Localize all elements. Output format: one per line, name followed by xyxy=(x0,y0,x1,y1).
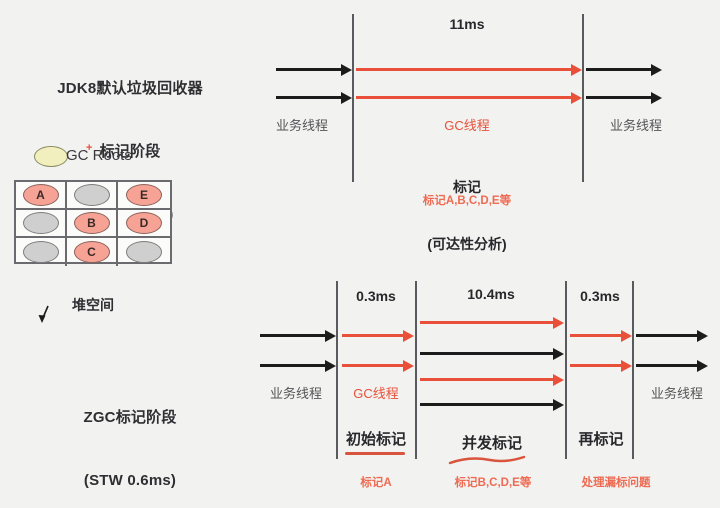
heap-cell-7: C xyxy=(67,238,118,266)
jdk8-business-arrow-left-1 xyxy=(276,64,352,76)
zgc-divider-2 xyxy=(415,281,417,459)
jdk8-business-arrow-right-2 xyxy=(586,92,662,104)
heap-cell-6 xyxy=(16,238,67,266)
gc-roots-node xyxy=(34,146,68,167)
zgc-segment-2-phase: 再标记 xyxy=(578,431,624,448)
zgc-title-line1: ZGC标记阶段 xyxy=(83,409,177,426)
zgc-initial-mark-arrow-2 xyxy=(342,360,414,372)
heap-node-7: C xyxy=(73,241,110,263)
zgc-concurrent-business-arrow-1 xyxy=(420,348,564,360)
zgc-business-arrow-left-2 xyxy=(260,360,336,372)
jdk8-title-line1: JDK8默认垃圾回收器 xyxy=(57,80,203,97)
zgc-title-line2: (STW 0.6ms) xyxy=(83,472,177,489)
zgc-divider-4 xyxy=(632,281,634,459)
zgc-segment-0-note: 标记A xyxy=(360,477,392,489)
heap-cell-4: B xyxy=(67,210,118,238)
jdk8-gc-arrow-2 xyxy=(356,92,582,104)
heap-cell-0: A xyxy=(16,182,67,210)
heap-node-0: A xyxy=(22,184,59,206)
heap-cell-2: E xyxy=(118,182,170,210)
heap-cell-1 xyxy=(67,182,118,210)
zgc-initial-mark-arrow-1 xyxy=(342,330,414,342)
heap-node-4: B xyxy=(73,212,110,234)
zgc-left-thread-label: 业务线程 xyxy=(269,386,322,401)
jdk8-right-thread-label: 业务线程 xyxy=(609,118,662,133)
gc-roots-label-text: GC Roots xyxy=(66,147,132,164)
zgc-title: ZGC标记阶段 (STW 0.6ms) xyxy=(30,365,230,508)
zgc-segment-2-duration: 0.3ms xyxy=(580,288,620,304)
zgc-segment-1-phase: 并发标记 xyxy=(461,435,522,452)
heap-node-2: E xyxy=(126,184,162,206)
heap-cell-3 xyxy=(16,210,67,238)
heap-node-5: D xyxy=(126,212,162,234)
heap-cell-5: D xyxy=(118,210,170,238)
jdk8-business-arrow-right-1 xyxy=(586,64,662,76)
zgc-segment-1-underline xyxy=(448,455,526,465)
zgc-business-arrow-right-1 xyxy=(636,330,708,342)
zgc-business-arrow-left-1 xyxy=(260,330,336,342)
jdk8-duration-label: 11ms xyxy=(449,16,485,32)
heap-cell-8 xyxy=(118,238,170,266)
jdk8-stw-start-divider xyxy=(352,14,354,182)
zgc-divider-3 xyxy=(565,281,567,459)
heap-node-1 xyxy=(73,184,110,206)
jdk8-phase-line1: 标记 xyxy=(453,179,481,195)
zgc-gc-thread-label: GC线程 xyxy=(353,386,399,401)
jdk8-business-arrow-left-2 xyxy=(276,92,352,104)
heap-node-6 xyxy=(22,241,59,263)
heap-node-8 xyxy=(126,241,162,263)
jdk8-phase-line2: (可达性分析) xyxy=(427,236,507,252)
zgc-remark-arrow-1 xyxy=(570,330,632,342)
zgc-segment-2-note: 处理漏标问题 xyxy=(581,477,651,489)
jdk8-left-thread-label: 业务线程 xyxy=(275,118,328,133)
zgc-segment-1-note: 标记B,C,D,E等 xyxy=(454,477,532,489)
zgc-concurrent-gc-arrow-2 xyxy=(420,374,564,386)
zgc-right-thread-label: 业务线程 xyxy=(650,386,703,401)
heap-grid: A E B D C xyxy=(14,180,172,266)
jdk8-gc-thread-label: GC线程 xyxy=(444,118,490,133)
zgc-business-arrow-right-2 xyxy=(636,360,708,372)
zgc-divider-1 xyxy=(336,281,338,459)
zgc-segment-0-duration: 0.3ms xyxy=(356,288,396,304)
gc-roots-label: GC Roots xyxy=(66,147,132,164)
jdk8-phase-label: 标记 (可达性分析) xyxy=(407,140,527,292)
jdk8-gc-arrow-1 xyxy=(356,64,582,76)
zgc-concurrent-business-arrow-2 xyxy=(420,399,564,411)
zgc-concurrent-gc-arrow-1 xyxy=(420,317,564,329)
zgc-segment-0-underline xyxy=(345,452,405,455)
heap-caption: 堆空间 xyxy=(72,297,114,313)
jdk8-stw-end-divider xyxy=(582,14,584,182)
zgc-segment-0-phase: 初始标记 xyxy=(345,431,406,448)
jdk8-title-line2: 标记阶段 xyxy=(99,143,161,160)
heap-node-3 xyxy=(22,212,59,234)
zgc-remark-arrow-2 xyxy=(570,360,632,372)
gc-roots-plus-icon: + xyxy=(86,142,93,154)
jdk8-mark-note: 标记A,B,C,D,E等 xyxy=(422,195,512,207)
zgc-segment-1-duration: 10.4ms xyxy=(467,286,515,302)
